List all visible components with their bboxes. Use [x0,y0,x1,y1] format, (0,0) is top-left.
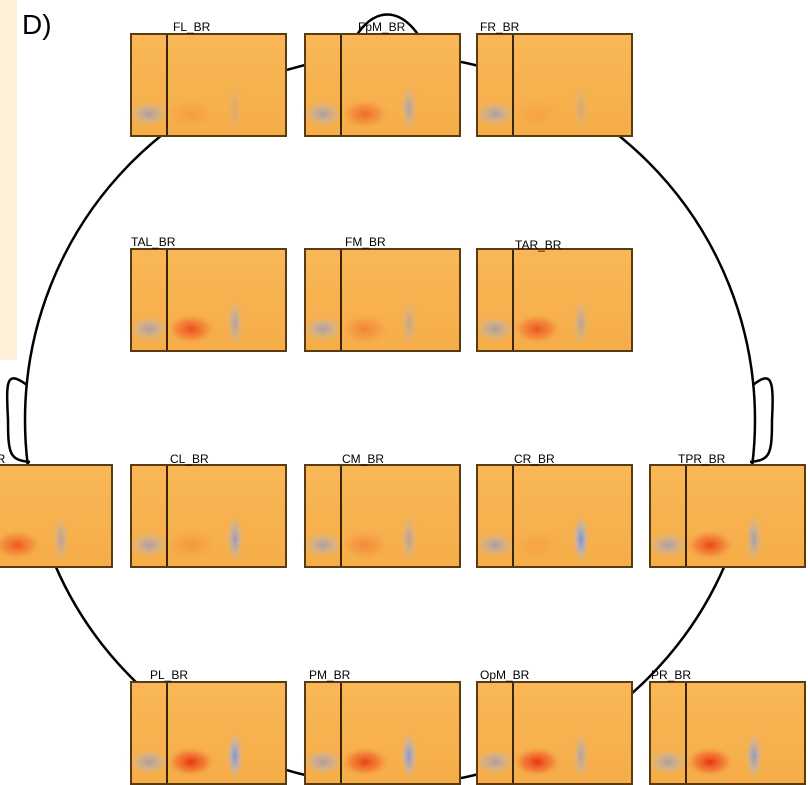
panel-pl-br: PL_BR [127,668,287,785]
panel-border [304,248,461,352]
panel-border [304,681,461,785]
positive-blob [511,98,563,130]
baseline-blob [127,315,171,343]
panel-border [130,464,287,568]
panel-label: TPR_BR [678,452,726,466]
positive-blob [684,746,736,778]
positive-blob [511,529,563,561]
panel-label: TAR_BR [515,238,562,252]
positive-blob [339,313,391,345]
panel-tar-br: TAR_BR [473,238,633,352]
positive-blob [0,529,43,561]
positive-blob [165,746,217,778]
panel-label: CL_BR [170,452,209,466]
negative-blob [400,297,418,349]
positive-blob [165,529,217,561]
panel-border [0,464,113,568]
panel-label: TPL_BR [0,452,6,466]
negative-blob [572,730,590,782]
head-circle [23,53,757,785]
right-ear-icon [749,377,774,464]
negative-blob [226,730,244,782]
baseline-blob [127,100,171,128]
panel-fl-br: FL_BR [127,20,287,137]
panel-border [130,248,287,352]
panel-border [304,33,461,137]
negative-blob [226,513,244,565]
panel-border [476,248,633,352]
negative-blob [400,730,418,782]
panel-cl-br: CL_BR [127,452,287,568]
panel-label: CR_BR [514,452,555,466]
positive-blob [684,529,736,561]
baseline-blob [473,748,517,776]
positive-blob [339,529,391,561]
panel-label: PR_BR [651,668,691,682]
panel-border [130,681,287,785]
panel-tpl-br: TPL_BR [0,452,113,568]
panel-border [649,681,806,785]
panel-fpm-br: FpM_BR [301,20,461,137]
baseline-blob [473,315,517,343]
panel-label: FL_BR [173,20,211,34]
panel-pr-br: PR_BR [646,668,806,785]
baseline-blob [473,100,517,128]
baseline-blob [646,531,690,559]
panel-fm-br: FM_BR [301,235,461,352]
baseline-blob [646,748,690,776]
panel-border [304,464,461,568]
negative-blob [52,513,70,565]
panel-border [649,464,806,568]
panel-label: FpM_BR [358,20,406,34]
figure-label: D) [22,9,52,40]
left-sidebar-strip [0,0,17,360]
panel-label: PM_BR [309,668,351,682]
positive-blob [339,746,391,778]
negative-blob [572,82,590,134]
negative-blob [400,82,418,134]
baseline-blob [301,315,345,343]
baseline-blob [473,531,517,559]
panel-cm-br: CM_BR [301,452,461,568]
panel-label: PL_BR [150,668,188,682]
panel-label: FR_BR [480,20,520,34]
left-ear-icon [5,377,31,464]
panel-fr-br: FR_BR [473,20,633,137]
panel-border [476,681,633,785]
baseline-blob [127,748,171,776]
negative-blob [745,730,763,782]
panel-label: TAL_BR [131,235,176,249]
negative-blob [400,513,418,565]
baseline-blob [301,531,345,559]
panel-border [130,33,287,137]
negative-blob [572,513,590,565]
negative-blob [226,297,244,349]
panel-tpr-br: TPR_BR [646,452,806,568]
negative-blob [572,297,590,349]
baseline-blob [301,100,345,128]
positive-blob [511,313,563,345]
baseline-blob [301,748,345,776]
positive-blob [165,98,217,130]
panel-pm-br: PM_BR [301,668,461,785]
panel-cr-br: CR_BR [473,452,633,568]
panel-border [476,464,633,568]
baseline-blob [127,531,171,559]
positive-blob [165,313,217,345]
panel-tal-br: TAL_BR [127,235,287,352]
positive-blob [339,98,391,130]
negative-blob [745,513,763,565]
negative-blob [226,82,244,134]
panel-opm-br: OpM_BR [473,668,633,785]
panel-grid: FL_BR FpM_BR FR_BR TAL_BR FM_BR TAR_BR TPL_BR C… [0,20,806,785]
panel-label: CM_BR [342,452,384,466]
panel-label: FM_BR [345,235,386,249]
positive-blob [511,746,563,778]
panel-label: OpM_BR [480,668,530,682]
panel-border [476,33,633,137]
